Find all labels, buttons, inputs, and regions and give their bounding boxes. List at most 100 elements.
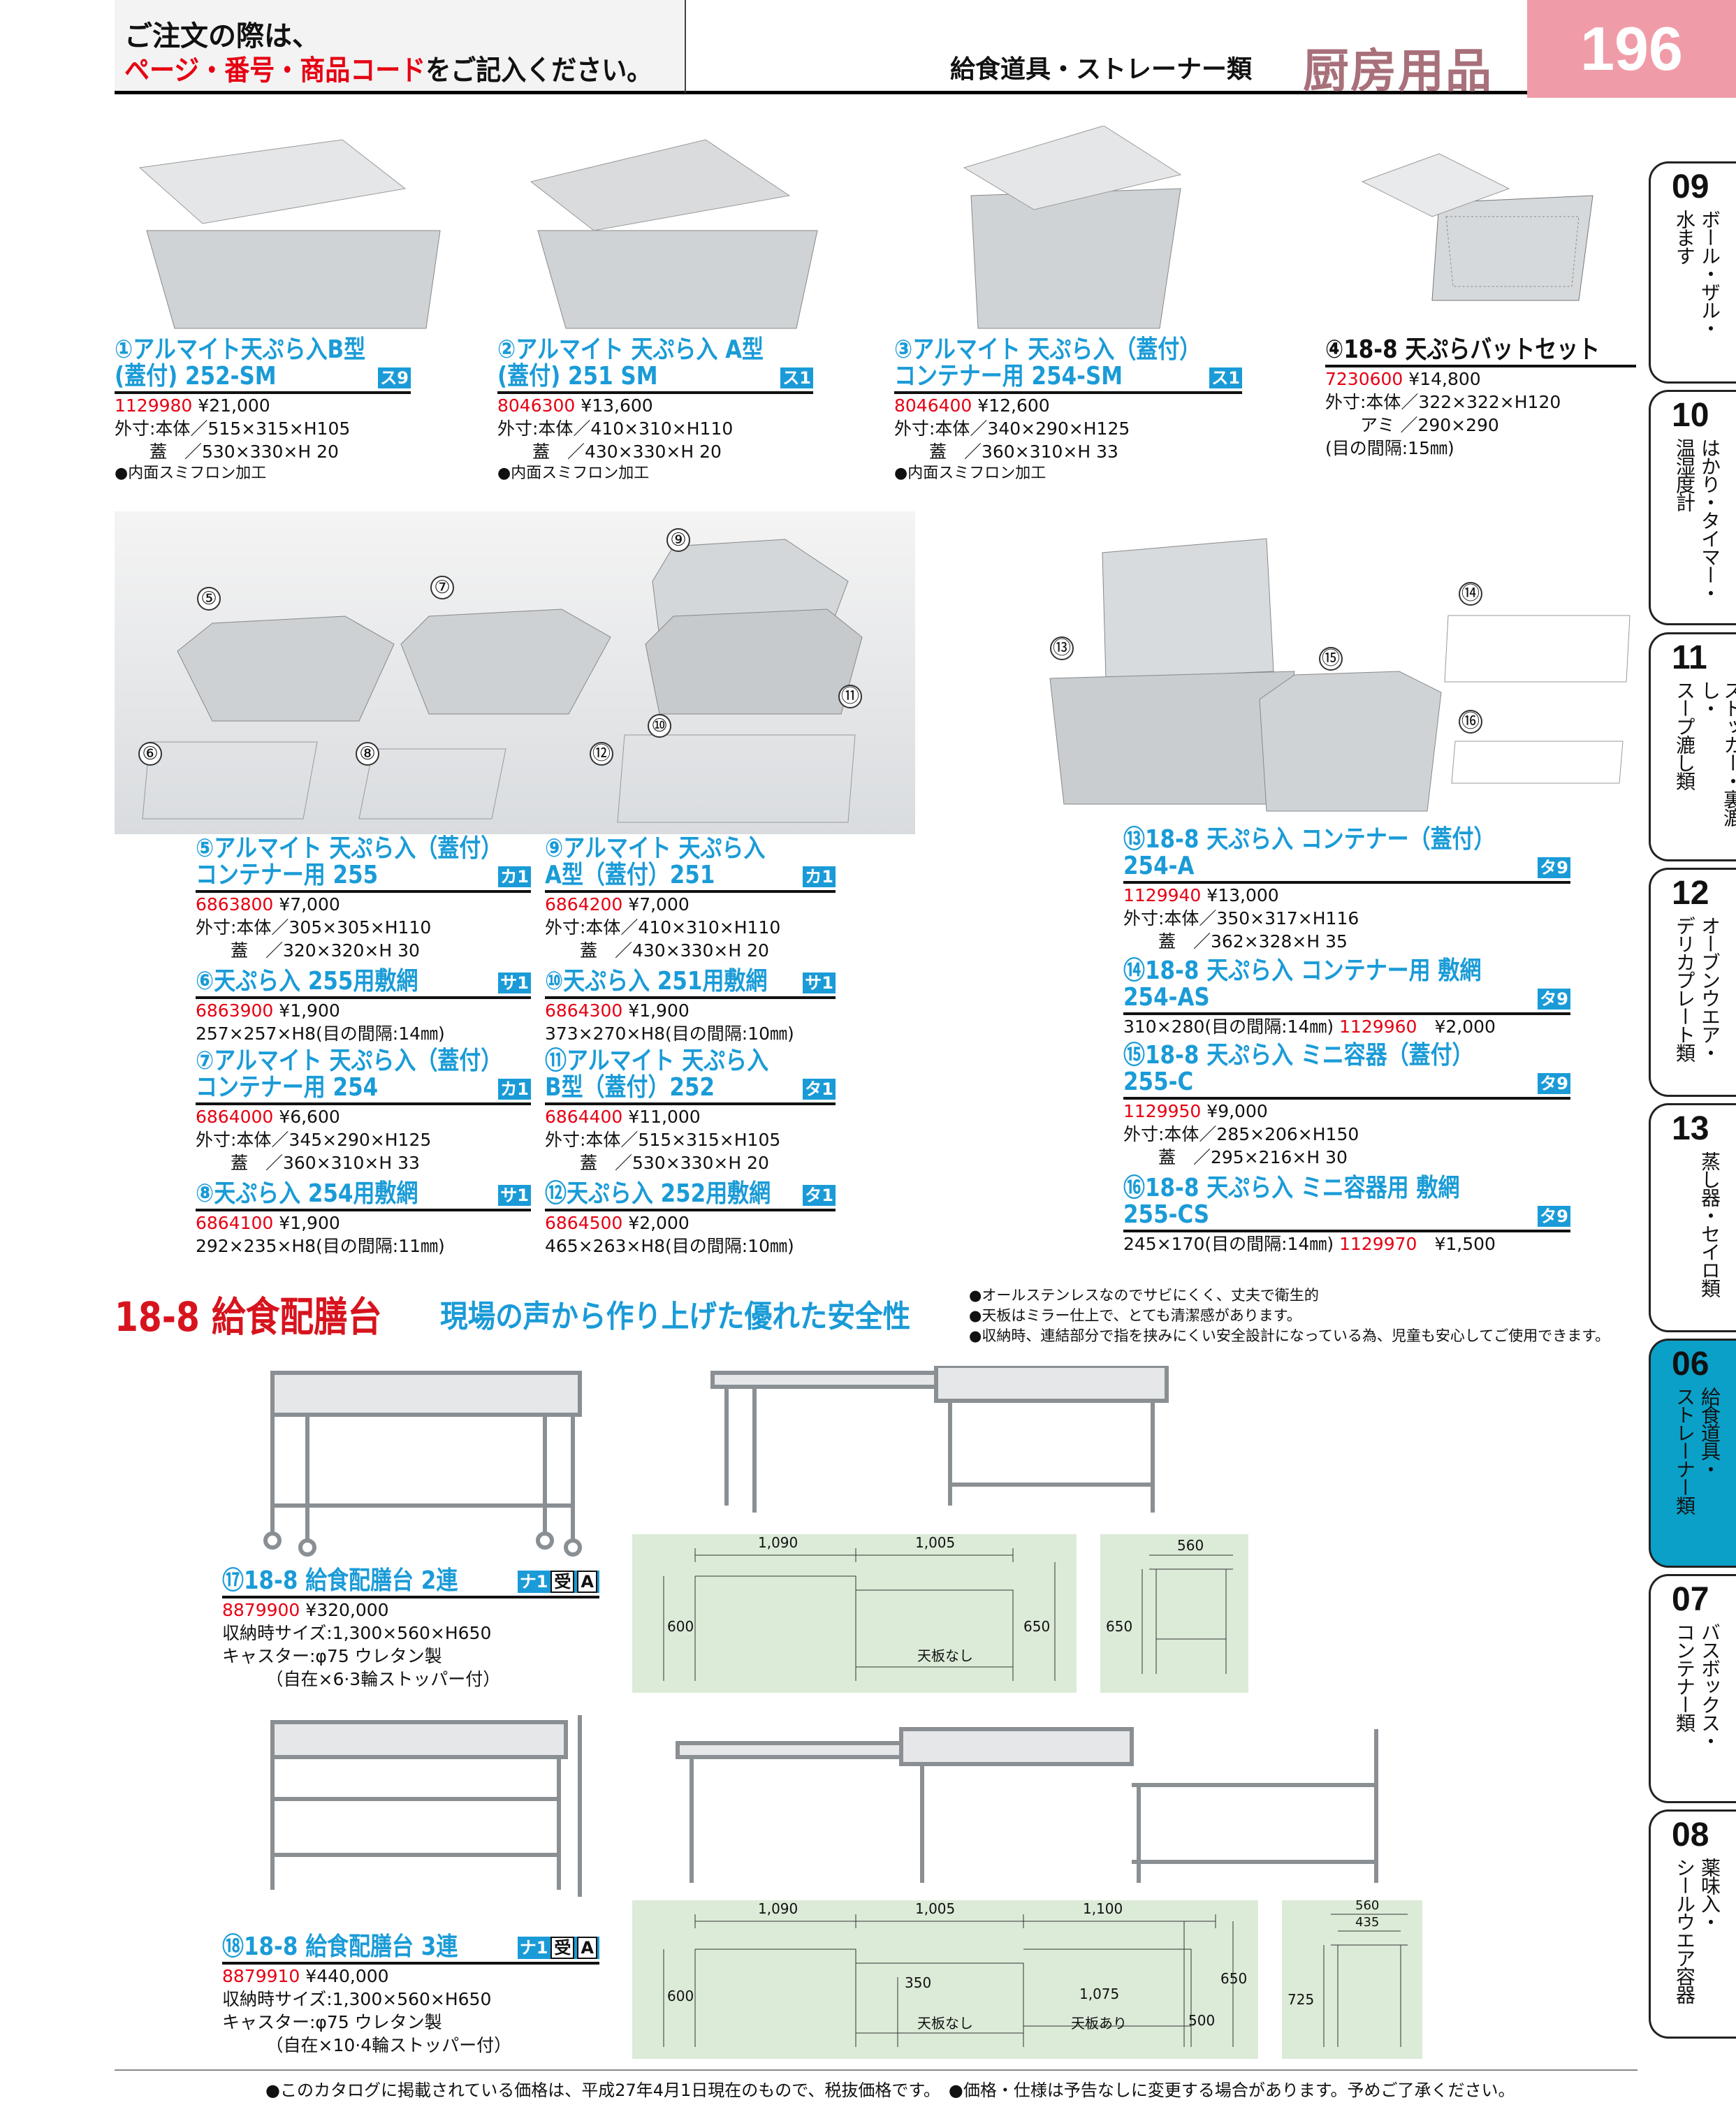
tab-label: 蒸し器・セイロ類 bbox=[1698, 1151, 1721, 1297]
code-price-line: 6864400 ¥11,000 bbox=[545, 1105, 836, 1128]
product-title-line: ④18-8 天ぷらバットセット bbox=[1325, 335, 1600, 364]
code-price-line: 6864100 ¥1,900 bbox=[196, 1211, 531, 1234]
code-price-line: 8879900 ¥320,000 bbox=[222, 1598, 599, 1622]
spec-line: (目の間隔:15㎜) bbox=[1325, 438, 1454, 458]
product-note: ●内面スミフロン加工 bbox=[497, 465, 650, 482]
serving-table-photos bbox=[263, 1366, 1378, 1897]
category-badge: ス1 bbox=[780, 367, 813, 388]
price: ¥1,900 bbox=[279, 1000, 340, 1021]
badge-text: サ1 bbox=[500, 973, 529, 993]
badge-text: タ9 bbox=[1540, 1074, 1568, 1093]
badge-text: ス1 bbox=[782, 368, 811, 388]
product-code: 1129980 bbox=[115, 395, 193, 416]
product-title-line: ③アルマイト 天ぷら入（蓋付） bbox=[894, 335, 1202, 364]
spec-line: キャスター:φ75 ウレタン製 bbox=[222, 1646, 442, 1666]
price: ¥12,600 bbox=[977, 395, 1050, 416]
feature-bullet: ●収納時、連結部分で指を挟みにくい安全設計になっている為、児童も安心してご使用で… bbox=[969, 1327, 1610, 1344]
spec-price-line: 310×280(目の間隔:14㎜) 1129960 ¥2,000 bbox=[1123, 1015, 1570, 1038]
category-badge: ス9 bbox=[378, 367, 411, 388]
spec-line: 蓋 ／360×310×H 33 bbox=[196, 1153, 420, 1173]
price: ¥7,000 bbox=[628, 894, 690, 915]
code-price-line: 7230600 ¥14,800 bbox=[1325, 367, 1636, 391]
product-title-line: コンテナー用 255 bbox=[196, 861, 379, 889]
table-3-stored-photo bbox=[270, 1715, 582, 1897]
category-badge: サ1 bbox=[803, 973, 836, 993]
product-title-line: ①アルマイト天ぷら入B型 bbox=[115, 335, 366, 364]
product-title: ④18-8 天ぷらバットセット bbox=[1325, 337, 1636, 367]
order-note-rest: をご記入ください。 bbox=[425, 54, 652, 87]
category-badge: タ9 bbox=[1538, 857, 1570, 878]
dim-note-1: 天板なし bbox=[917, 2015, 973, 2032]
product-title-line: ⑮18-8 天ぷら入 ミニ容器（蓋付） bbox=[1123, 1041, 1474, 1070]
feature-bullet: ●オールステンレスなのでサビにくく、丈夫で衛生的 bbox=[969, 1287, 1319, 1304]
dim-width-2: 1,005 bbox=[915, 1534, 956, 1551]
tab-label: ストッカー・裏漉し・ bbox=[1698, 680, 1736, 826]
callout-13: ⑬ bbox=[1050, 636, 1074, 660]
table-2-stored-photo bbox=[263, 1371, 582, 1557]
category-badge: タ9 bbox=[1538, 1073, 1570, 1094]
product-title-line: コンテナー用 254 bbox=[196, 1073, 379, 1102]
tab-label-2: ストレーナー類 bbox=[1673, 1387, 1696, 1514]
tab-label-2: シールウエア容器 bbox=[1673, 1858, 1696, 2003]
product-code: 8879900 bbox=[222, 1600, 300, 1620]
price: ¥13,000 bbox=[1206, 885, 1279, 905]
callout-14: ⑭ bbox=[1459, 582, 1482, 606]
tab-number: 12 bbox=[1672, 875, 1709, 912]
dim-height: 650 bbox=[1106, 1618, 1133, 1635]
dim-depth-1: 560 bbox=[1355, 1898, 1380, 1913]
tab-label-2: 温湿度計 bbox=[1673, 438, 1696, 511]
footer-note: ●このカタログに掲載されている価格は、平成27年4月1日現在のもので、税抜価格で… bbox=[265, 2081, 1515, 2100]
product-code: 6863800 bbox=[196, 894, 274, 915]
top-product-photos bbox=[138, 126, 1593, 329]
product-code: 8879910 bbox=[222, 1966, 300, 1986]
category-label: 給食道具・ストレーナー類 bbox=[950, 55, 1253, 84]
product-code: 6864300 bbox=[545, 1000, 623, 1021]
spec-line: 外寸:本体／285×206×H150 bbox=[1123, 1124, 1359, 1144]
product-title-line: コンテナー用 254-SM bbox=[894, 362, 1123, 391]
code-price-line: 6864300 ¥1,900 bbox=[545, 999, 836, 1022]
table-3-expanded-photo bbox=[676, 1727, 1378, 1883]
price: ¥7,000 bbox=[279, 894, 340, 915]
product-note: ●内面スミフロン加工 bbox=[894, 465, 1046, 482]
spec-line: 292×235×H8(目の間隔:11㎜) bbox=[196, 1236, 445, 1256]
price: ¥2,000 bbox=[628, 1213, 690, 1233]
category-badge: タ9 bbox=[1538, 989, 1570, 1010]
badge-text: ス9 bbox=[380, 368, 409, 388]
price: ¥21,000 bbox=[198, 395, 270, 416]
dim-depth-2: 435 bbox=[1355, 1915, 1380, 1930]
dimension-diagram-2-front: 1,090 1,005 600 650 天板なし bbox=[632, 1534, 1077, 1693]
feature-bullets: ●オールステンレスなのでサビにくく、丈夫で衛生的 ●天板はミラー仕上で、とても清… bbox=[969, 1285, 1610, 1346]
product-photo-1 bbox=[138, 139, 441, 329]
tab-number: 09 bbox=[1672, 168, 1709, 205]
spec-line: キャスター:φ75 ウレタン製 bbox=[222, 2012, 442, 2032]
product-title-line: ⑬18-8 天ぷら入 コンテナー（蓋付） bbox=[1123, 825, 1496, 854]
badge-text: サ1 bbox=[805, 973, 833, 993]
product-code: 6864200 bbox=[545, 894, 623, 915]
dim-width-3: 1,100 bbox=[1083, 1900, 1123, 1917]
product-title-line: A型（蓋付）251 bbox=[545, 861, 715, 889]
badge-text: カ1 bbox=[500, 867, 529, 887]
price: ¥320,000 bbox=[305, 1600, 389, 1620]
dim-height-1: 600 bbox=[667, 1988, 694, 2004]
badge-text: カ1 bbox=[805, 867, 833, 887]
product-photo-2 bbox=[530, 139, 818, 329]
